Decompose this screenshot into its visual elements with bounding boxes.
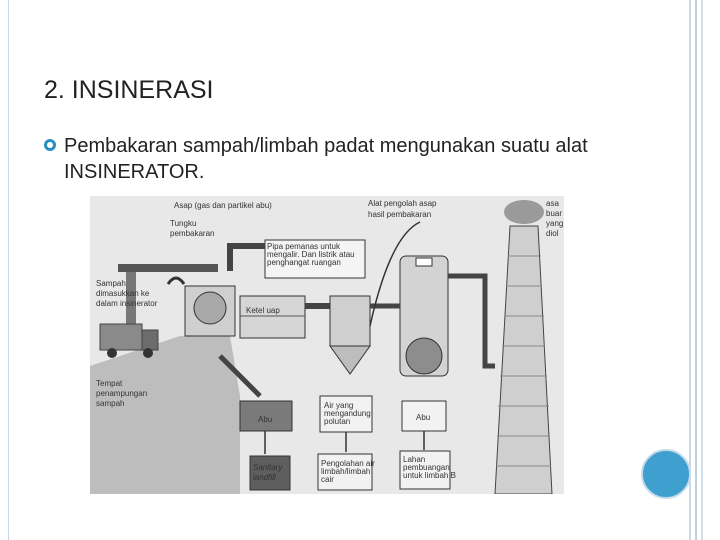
- label-pengolahan-2: limbah/limbah: [321, 467, 370, 476]
- label-tungku-2: pembakaran: [170, 229, 214, 238]
- label-abu-2: Abu: [416, 413, 430, 422]
- label-air-3: polutan: [324, 417, 350, 426]
- label-sampah-3: dalam insinerator: [96, 299, 158, 308]
- label-side-2: buar: [546, 209, 562, 218]
- label-sanitary-1: Sanitary: [253, 463, 283, 472]
- label-sampah-2: dimasukkan ke: [96, 289, 150, 298]
- label-sanitary-2: landfill: [253, 473, 276, 482]
- label-air-1: Air yang: [324, 401, 353, 410]
- slide-title: 2. INSINERASI: [44, 76, 214, 104]
- label-lahan-1: Lahan: [403, 455, 425, 464]
- label-pipa-3: penghangat ruangan: [267, 258, 341, 267]
- label-ketel: Ketel uap: [246, 306, 280, 315]
- bullet-text: Pembakaran sampah/limbah padat mengunaka…: [64, 135, 588, 183]
- label-pengolahan-3: cair: [321, 475, 334, 484]
- label-air-2: mengandung: [324, 409, 371, 418]
- label-side-4: diol: [546, 229, 559, 238]
- label-tempat-1: Tempat: [96, 379, 123, 388]
- decorative-circle: [641, 449, 691, 499]
- slide-frame-left: [8, 0, 9, 540]
- label-tempat-3: sampah: [96, 399, 124, 408]
- label-alat: Alat pengolah asap: [368, 199, 437, 208]
- label-lahan-2: pembuangan: [403, 463, 450, 472]
- label-side-3: yang: [546, 219, 563, 228]
- label-side-1: asa: [546, 199, 559, 208]
- label-tungku: Tungku: [170, 219, 196, 228]
- label-pengolahan-1: Pengolahan air: [321, 459, 375, 468]
- slide-frame-right: [686, 0, 712, 540]
- label-sampah-1: Sampah: [96, 279, 126, 288]
- label-asap: Asap (gas dan partikel abu): [174, 201, 272, 210]
- incinerator-diagram: Asap (gas dan partikel abu) Alat pengola…: [90, 196, 564, 494]
- label-pipa-1: Pipa pemanas untuk: [267, 242, 341, 251]
- bullet-icon: [44, 139, 56, 151]
- label-lahan-3: untuk limbah B: [403, 471, 456, 480]
- label-alat-2: hasil pembakaran: [368, 210, 431, 219]
- label-pipa-2: mengalir. Dan listrik atau: [267, 250, 355, 259]
- label-abu-1: Abu: [258, 415, 272, 424]
- label-tempat-2: penampungan: [96, 389, 147, 398]
